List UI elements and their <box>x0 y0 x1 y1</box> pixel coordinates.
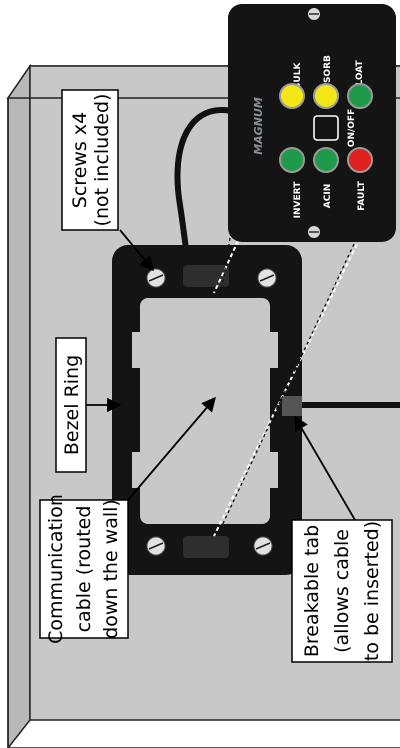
cable-label-line-3: down the wall) <box>100 499 122 639</box>
remote-panel: BULK ABSORB FLOAT INVERT ACIN FAULT ON/O… <box>228 4 396 242</box>
led-label-absorb: ABSORB <box>323 55 333 97</box>
led-label-float: FLOAT <box>355 59 365 91</box>
led-fault <box>347 147 373 173</box>
power-button[interactable] <box>313 115 339 141</box>
screws-label: Screws x4 (not included) <box>61 89 119 231</box>
led-float <box>347 83 373 109</box>
bezel-screw <box>146 536 166 556</box>
screws-label-line-1: Screws x4 <box>69 112 91 208</box>
cable-pointer-arrow <box>127 396 216 501</box>
alignment-guide <box>219 243 355 531</box>
screws-label-line-2: (not included) <box>91 94 113 227</box>
led-acin <box>313 147 339 173</box>
led-absorb <box>313 83 339 109</box>
bezel-label-line-1: Bezel Ring <box>61 355 83 455</box>
tab-label: Breakable tab (allows cable to be insert… <box>291 519 393 663</box>
bezel-screw <box>257 268 277 288</box>
alignment-guide <box>213 237 361 537</box>
bezel-screw <box>146 268 166 288</box>
brand-logo: MAGNUM <box>252 97 265 155</box>
alignment-guide <box>221 237 231 289</box>
tab-label-line-3: to be inserted) <box>361 521 383 661</box>
led-label-fault: FAULT <box>357 180 367 210</box>
led-invert <box>279 147 305 173</box>
led-bulk <box>279 83 305 109</box>
alignment-guide <box>213 227 245 294</box>
tab-label-line-1: Breakable tab <box>301 525 323 657</box>
bezel-screw <box>253 536 273 556</box>
tab-pointer-arrow <box>294 415 356 521</box>
power-button-label: ON/OFF <box>347 109 357 147</box>
led-label-bulk: BULK <box>293 62 303 90</box>
tab-label-line-2: (allows cable <box>331 529 353 653</box>
cable-label-line-1: Communication <box>45 494 67 644</box>
led-label-invert: INVERT <box>293 181 303 219</box>
cable-label: Communication cable (routed down the wal… <box>39 494 129 644</box>
bezel-label: Bezel Ring <box>55 337 87 473</box>
screws-pointer-arrow <box>119 229 154 272</box>
bezel-ring <box>112 245 302 575</box>
cable-label-line-2: cable (routed <box>73 506 95 633</box>
led-label-acin: ACIN <box>323 184 333 208</box>
